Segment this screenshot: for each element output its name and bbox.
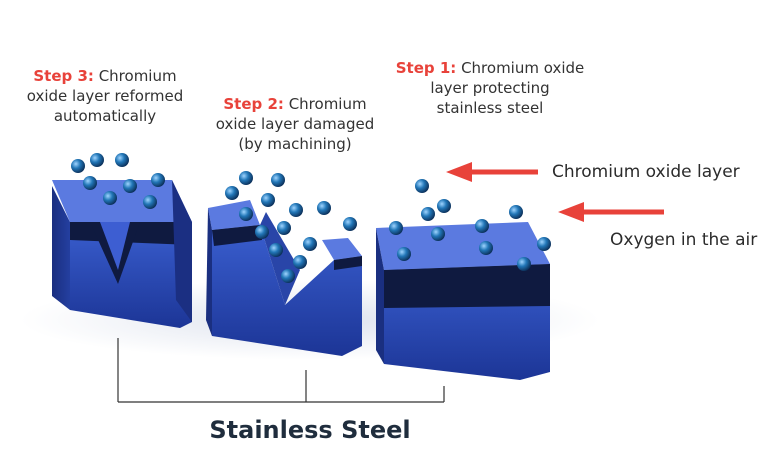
- steel-block-protected: [376, 222, 550, 380]
- step2-line1: Chromium: [288, 95, 367, 113]
- oxide-layer-intact: [384, 264, 550, 308]
- step2-label: Step 2:: [223, 95, 284, 113]
- oxide-layer-damaged: [212, 225, 262, 246]
- step3-line3: automatically: [53, 107, 157, 125]
- step3-line1: Chromium: [98, 67, 177, 85]
- step1-line2: layer protecting: [430, 79, 550, 97]
- steel-block-reformed: [52, 180, 192, 328]
- oxygen-arrow: [558, 202, 664, 222]
- step1-line1: Chromium oxide: [461, 59, 585, 77]
- oxygen-label: Oxygen in the air: [610, 230, 758, 250]
- stainless-steel-title: Stainless Steel: [209, 416, 411, 444]
- step1-caption: Step 1: Chromium oxide layer protecting …: [385, 58, 595, 118]
- step3-label: Step 3:: [33, 67, 94, 85]
- step2-line2: oxide layer damaged: [215, 115, 375, 133]
- oxygen-molecules: [71, 153, 551, 283]
- step3-caption: Step 3: Chromium oxide layer reformed au…: [10, 66, 200, 126]
- step2-caption: Step 2: Chromium oxide layer damaged (by…: [200, 94, 390, 154]
- step3-line2: oxide layer reformed: [26, 87, 184, 105]
- step1-line3: stainless steel: [436, 99, 544, 117]
- step1-label: Step 1:: [395, 59, 457, 77]
- oxide-layer-arrow: [446, 162, 538, 182]
- step2-line3: (by machining): [238, 135, 352, 153]
- stainless-steel-bracket: [117, 338, 445, 403]
- oxide-layer-label: Chromium oxide layer: [552, 162, 740, 182]
